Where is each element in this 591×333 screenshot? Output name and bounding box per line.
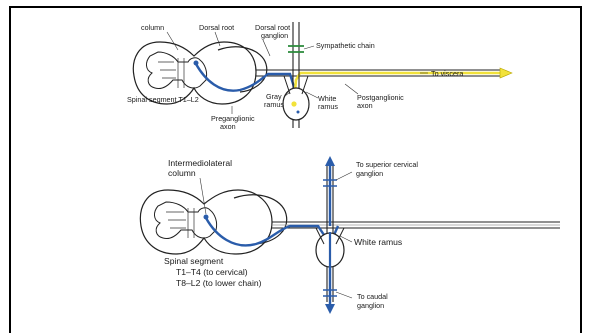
top-label-white-2: ramus [318, 102, 338, 111]
top-label-preganglionic-2: axon [220, 122, 236, 131]
bottom-label-to-caudal-2: ganglion [357, 301, 384, 310]
bottom-label-to-superior-2: ganglion [356, 169, 383, 178]
bottom-label-t8-l2: T8–L2 (to lower chain) [176, 278, 262, 288]
caudal-arrow [325, 304, 335, 314]
top-label-drg-2: ganglion [261, 31, 288, 40]
bottom-label-intermediolateral-1: Intermediolateral [168, 158, 232, 168]
top-label-sympathetic-chain: Sympathetic chain [316, 41, 375, 50]
bottom-label-to-caudal-1: To caudal [357, 292, 388, 301]
bottom-label-t1-t4: T1–T4 (to cervical) [176, 267, 248, 277]
top-viscera-arrow [500, 68, 512, 78]
top-label-dorsal-root: Dorsal root [199, 23, 234, 32]
top-diagram: column Dorsal root Dorsal root ganglion … [127, 22, 512, 131]
bottom-label-white-ramus: White ramus [354, 237, 402, 247]
bottom-label-spinal-segment: Spinal segment [164, 256, 224, 266]
bottom-label-intermediolateral-2: column [168, 168, 196, 178]
top-label-spinal-segment: Spinal segment T1–L2 [127, 95, 199, 104]
top-label-column: column [141, 23, 164, 32]
top-label-to-viscera: To viscera [431, 69, 463, 78]
top-label-postganglionic-2: axon [357, 101, 373, 110]
top-label-gray-2: ramus [264, 100, 284, 109]
superior-arrow [325, 156, 335, 166]
bottom-label-to-superior-1: To superior cervical [356, 160, 418, 169]
bottom-diagram: Intermediolateral column To superior cer… [140, 156, 560, 314]
